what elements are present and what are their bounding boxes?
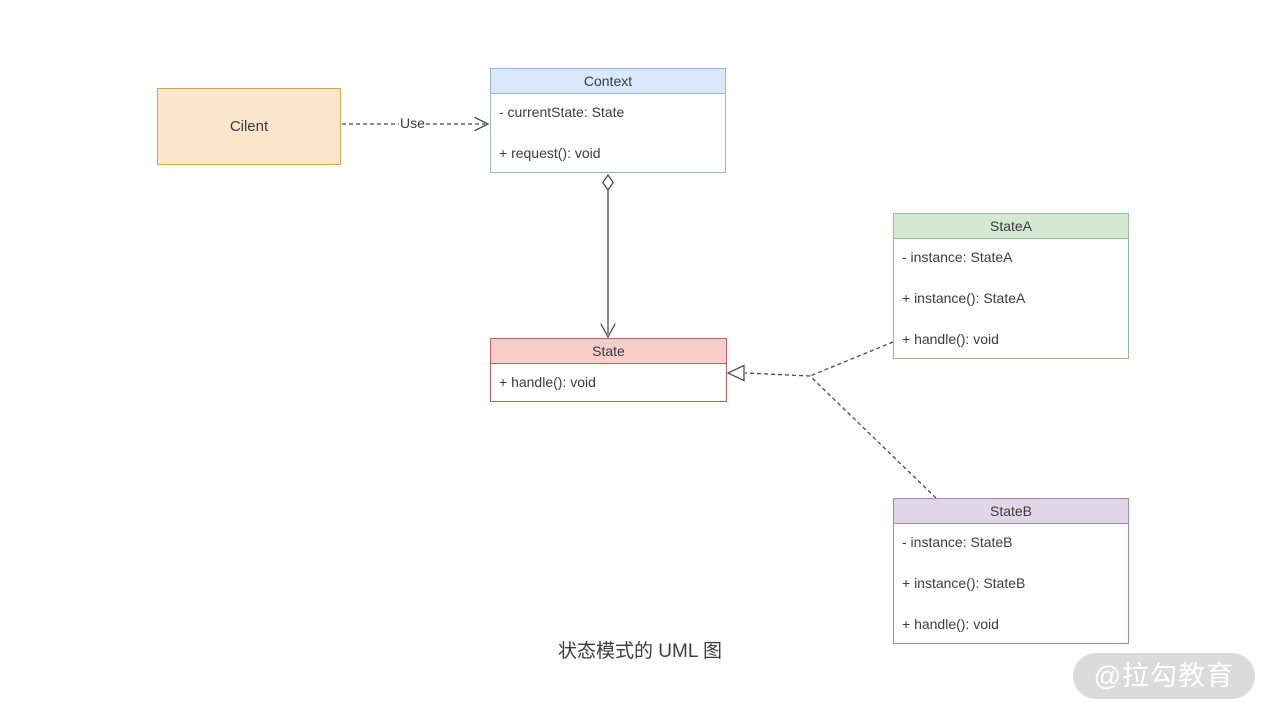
class-title-stateb: StateB	[894, 499, 1128, 524]
aggregation-diamond-icon	[602, 173, 614, 192]
aggregation-edge-context-state	[600, 173, 616, 339]
class-member: + instance(): StateB	[902, 575, 1026, 591]
class-title-context: Context	[491, 69, 725, 94]
realization-trunk-state	[726, 364, 811, 382]
open-arrowhead-icon	[474, 116, 490, 132]
class-members-statea: - instance: StateA + instance(): StateA …	[894, 239, 1128, 357]
watermark-badge: @拉勾教育	[1072, 653, 1255, 699]
class-members-state: + handle(): void	[491, 364, 726, 400]
class-member: + handle(): void	[902, 331, 999, 347]
class-member: + handle(): void	[902, 616, 999, 632]
class-box-statea: StateA - instance: StateA + instance(): …	[893, 213, 1129, 359]
class-member: + instance(): StateA	[902, 290, 1026, 306]
class-title-client: Cilent	[229, 118, 269, 135]
class-box-context: Context - currentState: State + request(…	[490, 68, 726, 173]
class-box-client: Cilent	[157, 88, 341, 165]
diagram-caption: 状态模式的 UML 图	[558, 641, 722, 662]
realization-triangle-icon	[726, 364, 745, 382]
open-arrowhead-icon	[600, 323, 616, 339]
watermark-text: @拉勾教育	[1093, 661, 1234, 691]
class-title-statea: StateA	[894, 214, 1128, 239]
class-members-context: - currentState: State + request(): void	[491, 94, 725, 171]
class-members-stateb: - instance: StateB + instance(): StateB …	[894, 524, 1128, 642]
class-member: - currentState: State	[499, 104, 625, 120]
class-member: - instance: StateA	[902, 249, 1013, 265]
realization-edge-stateb-state	[809, 375, 937, 499]
edge-label-use: Use	[399, 114, 426, 133]
class-box-stateb: StateB - instance: StateB + instance(): …	[893, 498, 1129, 644]
class-title-state: State	[491, 339, 726, 364]
class-member: + handle(): void	[499, 374, 596, 390]
realization-edge-statea-state	[809, 341, 894, 377]
class-member: - instance: StateB	[902, 534, 1013, 550]
class-box-state: State + handle(): void	[490, 338, 727, 402]
class-member: + request(): void	[499, 145, 601, 161]
